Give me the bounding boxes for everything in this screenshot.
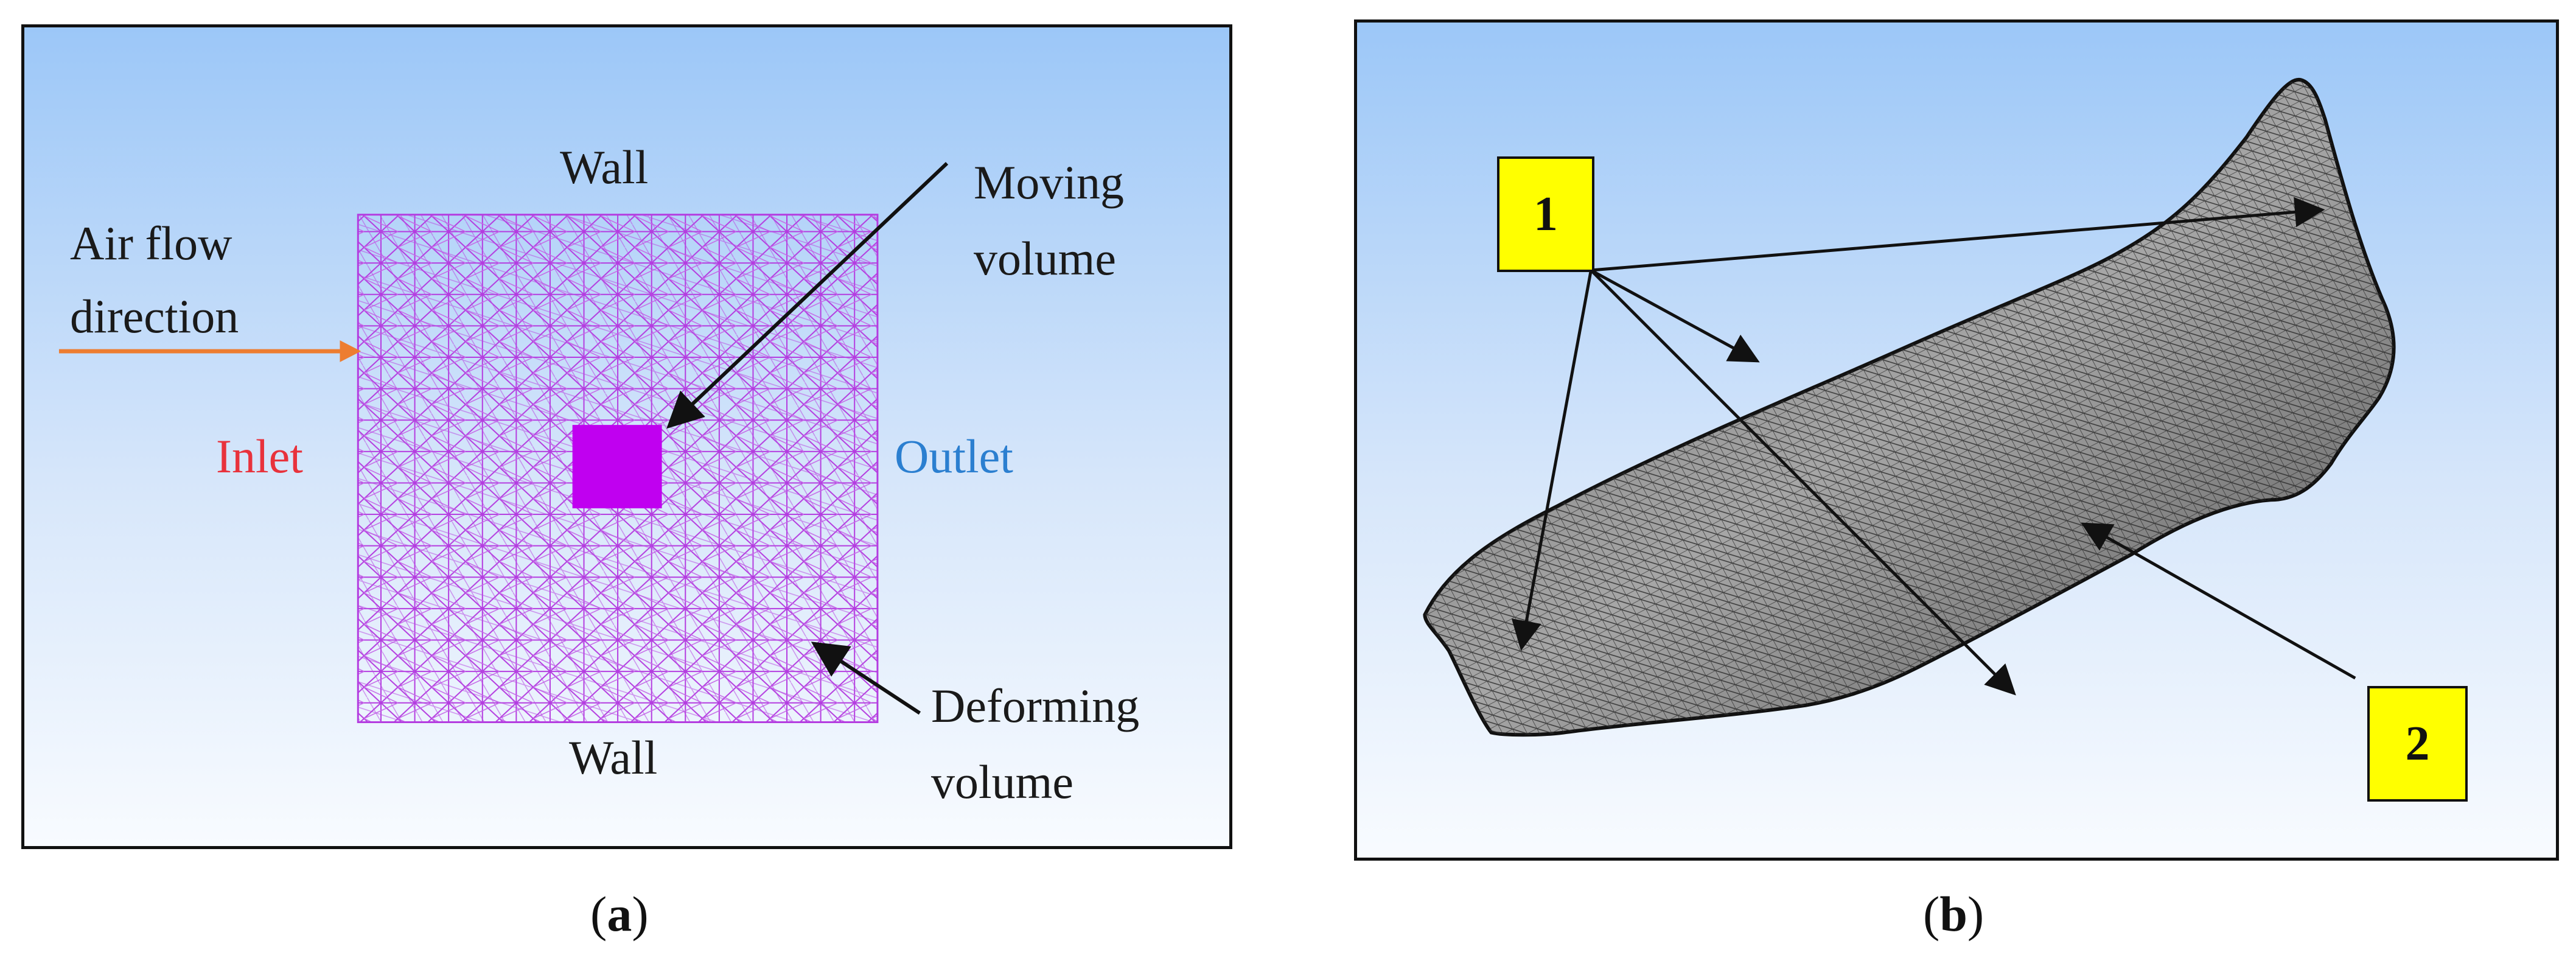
caption-a: (a) [590, 886, 649, 942]
wall-top-label: Wall [560, 141, 649, 194]
callout-1-arrow-tip [1591, 197, 2325, 272]
moving-volume-label-line1: Moving [974, 156, 1125, 209]
callout-1-arrow-trailing [1590, 269, 2016, 696]
callout-box-1: 1 [1497, 156, 1594, 272]
air-flow-label-line1: Air flow [70, 217, 232, 270]
panel-b-wing-mesh: 1 2 [1354, 19, 2559, 861]
caption-b: (b) [1923, 886, 1984, 942]
moving-volume-arrow [666, 162, 949, 429]
deforming-volume-arrow [811, 642, 921, 715]
wall-bottom-label: Wall [569, 731, 658, 784]
moving-volume-block [572, 425, 662, 509]
callout-1-arrow-root [1511, 270, 1593, 651]
panel-b-drawing [1423, 78, 2396, 737]
panel-a-drawing [58, 162, 949, 724]
deforming-volume-label-line2: volume [931, 755, 1073, 808]
air-flow-label-line2: direction [70, 290, 239, 343]
callout-1-arrow-upper [1590, 268, 1760, 363]
callout-box-2: 2 [2367, 686, 2468, 802]
outlet-label: Outlet [895, 430, 1013, 483]
panel-a-mesh-domain: Wall Wall Air flow direction Inlet Outle… [21, 24, 1232, 849]
callout-2-arrow [2081, 522, 2356, 680]
inlet-label: Inlet [216, 430, 303, 483]
moving-volume-label-line2: volume [974, 232, 1116, 285]
deforming-volume-label-line1: Deforming [931, 679, 1140, 732]
